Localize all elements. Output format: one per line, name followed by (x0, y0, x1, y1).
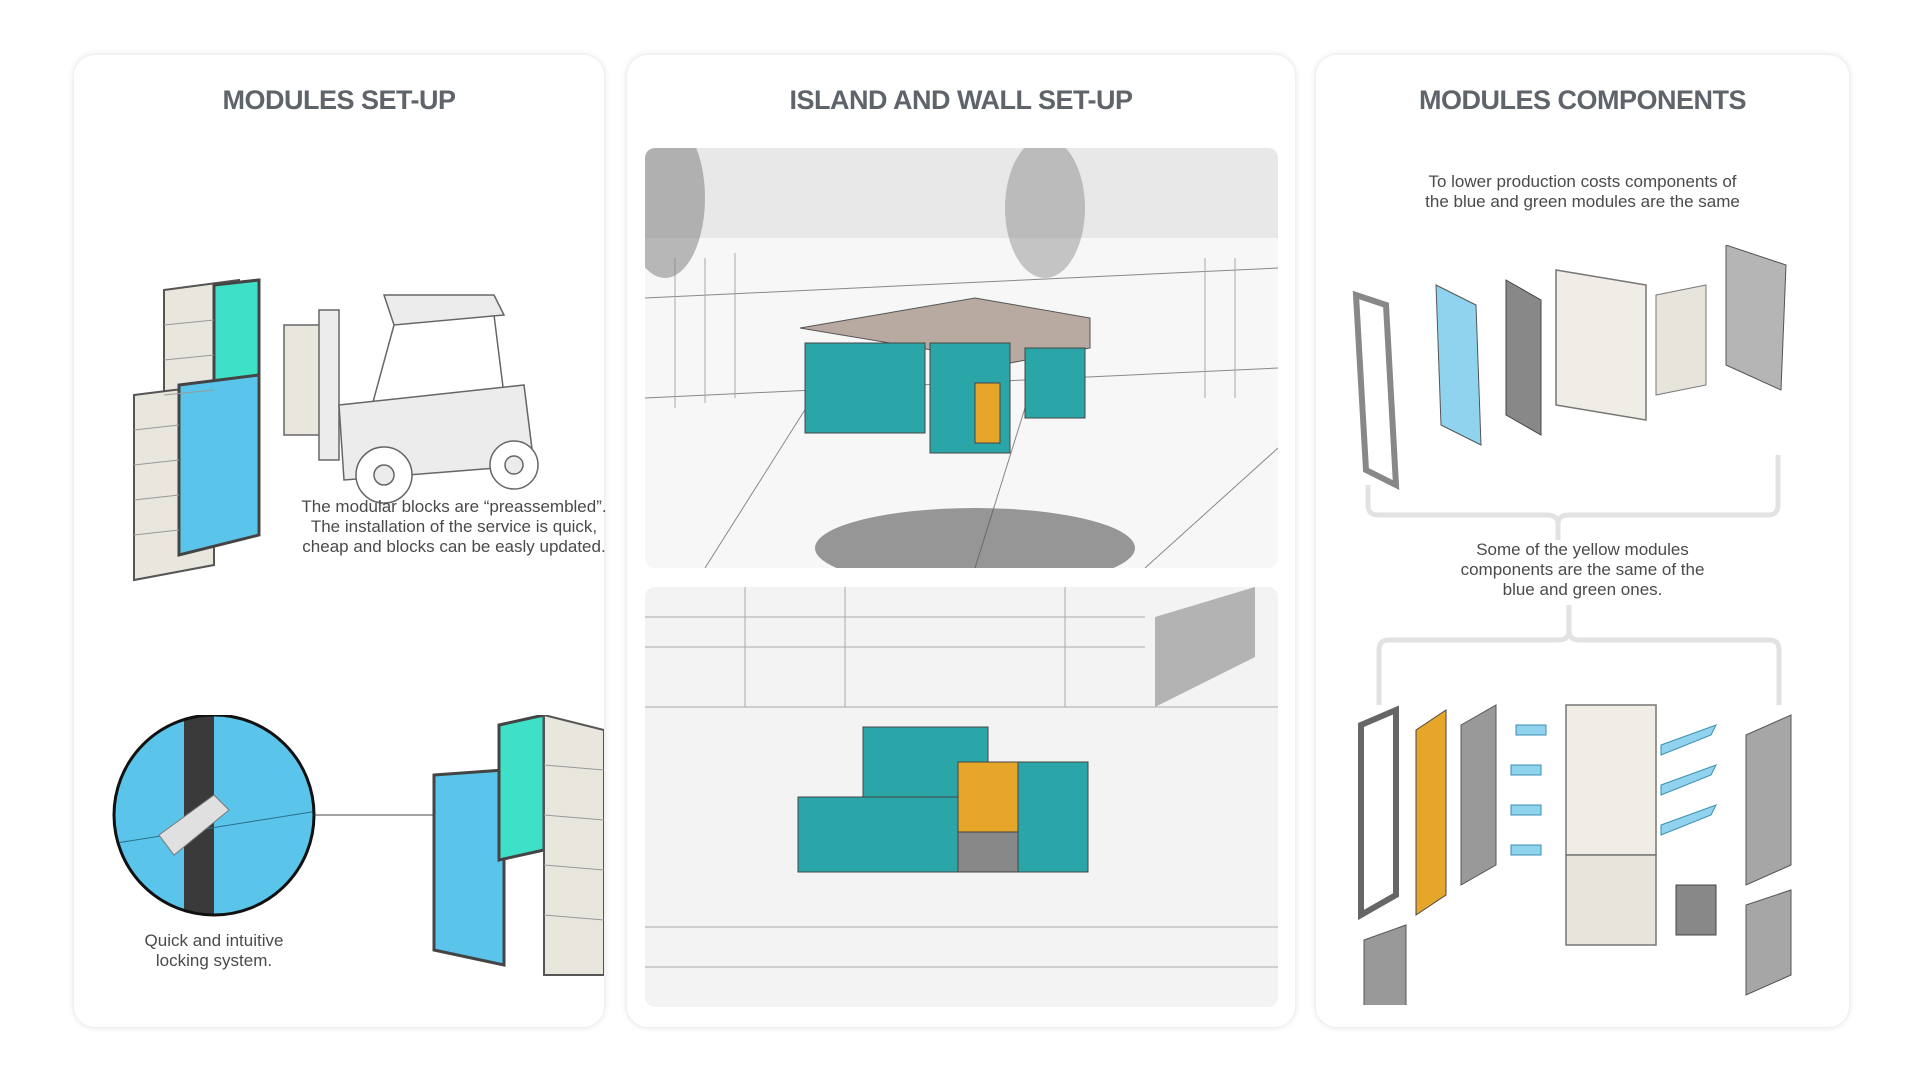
caption-line: components are the same of the (1460, 560, 1705, 579)
module-stack (133, 278, 261, 582)
caption-line: blue and green ones. (1502, 580, 1663, 599)
caption-locking: Quick and intuitive locking system. (104, 931, 324, 971)
panel-title: ISLAND AND WALL SET-UP (789, 85, 1133, 115)
caption-line: To lower production costs components of (1428, 172, 1737, 191)
caption-preassembled: The modular blocks are “preassembled”. T… (274, 497, 634, 557)
caption-shared-components: To lower production costs components of … (1316, 172, 1849, 212)
caption-line: Some of the yellow modules (1476, 540, 1689, 559)
panel-modules-components: MODULES COMPONENTS To lower production c… (1315, 54, 1850, 1028)
exploded-blue-green-module (1352, 245, 1787, 540)
exploded-yellow-module (1358, 605, 1792, 1005)
caption-line: Quick and intuitive (144, 931, 284, 950)
wall-setup-render (645, 587, 1278, 1007)
forklift-illustration (133, 278, 539, 582)
wall-scene (645, 587, 1278, 968)
panel-title: MODULES COMPONENTS (1418, 85, 1747, 115)
caption-line: cheap and blocks can be easly updated. (302, 537, 606, 556)
caption-line: the blue and green modules are the same (1425, 192, 1740, 211)
caption-line: locking system. (155, 951, 273, 970)
caption-line: The installation of the service is quick… (310, 517, 598, 536)
island-scene (645, 148, 1278, 568)
panel-modules-setup: MODULES SET-UP The modular blocks are “p… (73, 54, 607, 1028)
caption-line: The modular blocks are “preassembled”. (301, 497, 607, 516)
panel-island-wall-setup: ISLAND AND WALL SET-UP (626, 54, 1296, 1028)
panel-title: MODULES SET-UP (222, 85, 456, 115)
caption-yellow-components: Some of the yellow modules components ar… (1316, 540, 1849, 600)
island-setup-render (645, 148, 1278, 568)
locking-detail-illustration (112, 715, 604, 976)
forklift (283, 294, 539, 504)
